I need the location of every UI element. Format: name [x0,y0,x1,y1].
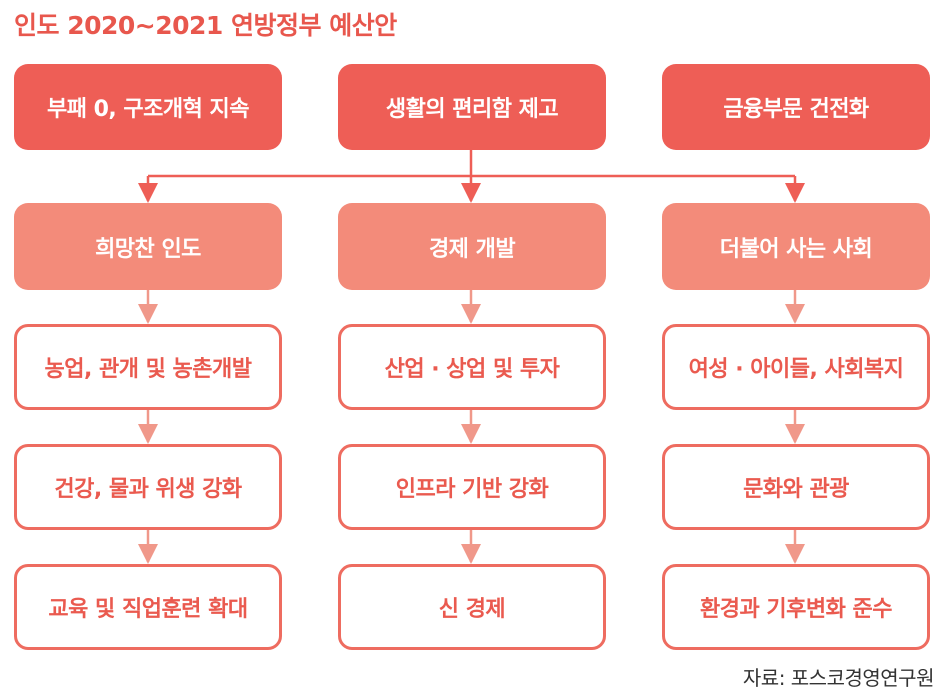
column-header-caring-society: 더불어 사는 사회 [662,203,930,290]
item-culture-tourism: 문화와 관광 [662,444,930,530]
item-new-economy: 신 경제 [338,564,606,650]
item-industry-commerce: 산업 · 상업 및 투자 [338,324,606,410]
item-women-children-welfare: 여성 · 아이들, 사회복지 [662,324,930,410]
item-education: 교육 및 직업훈련 확대 [14,564,282,650]
source-note: 자료: 포스코경영연구원 [742,666,935,690]
item-environment-climate: 환경과 기후변화 준수 [662,564,930,650]
column-header-economic-development: 경제 개발 [338,203,606,290]
item-agriculture: 농업, 관개 및 농촌개발 [14,324,282,410]
top-box-ease-of-living: 생활의 편리함 제고 [338,64,606,150]
top-box-financial-sector: 금융부문 건전화 [662,64,930,150]
item-infrastructure: 인프라 기반 강화 [338,444,606,530]
top-box-anti-corruption: 부패 0, 구조개혁 지속 [14,64,282,150]
page-title: 인도 2020~2021 연방정부 예산안 [14,11,397,40]
item-health-water: 건강, 물과 위생 강화 [14,444,282,530]
column-header-aspirational-india: 희망찬 인도 [14,203,282,290]
